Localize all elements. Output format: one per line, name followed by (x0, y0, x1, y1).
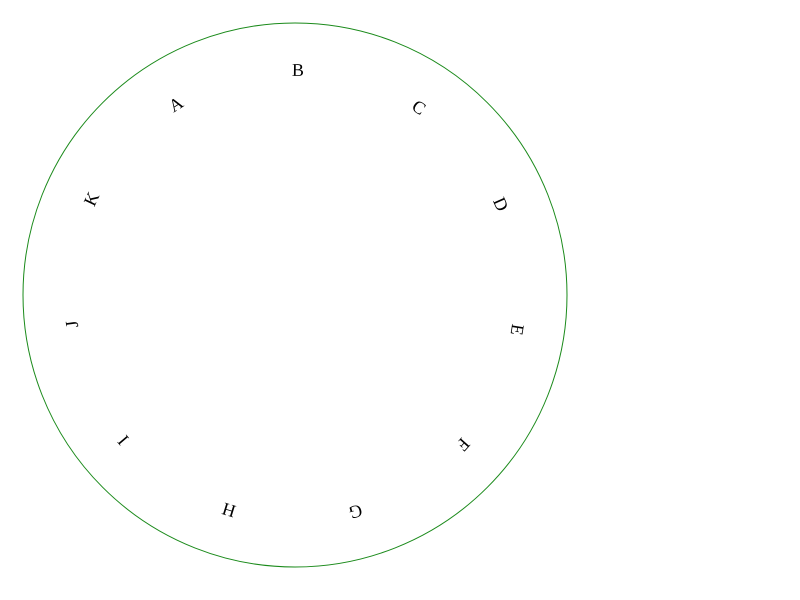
ring-letter-a: A (165, 92, 187, 116)
ring-letter-d: D (489, 194, 513, 214)
ring-letter-c: C (408, 96, 429, 119)
ring-letter-e: E (507, 323, 528, 337)
ring-letter-h: H (220, 499, 238, 522)
ring-letter-f: F (452, 434, 474, 455)
ring-letter-k: K (80, 189, 104, 209)
ring-letter-i: I (114, 431, 133, 448)
ring-letter-b: B (292, 60, 304, 80)
ring-letters: A B C D E F G H I J K (62, 60, 529, 523)
ring-letter-g: G (347, 500, 365, 523)
ring-circle (22, 22, 568, 568)
ring-letter-j: J (62, 319, 83, 329)
